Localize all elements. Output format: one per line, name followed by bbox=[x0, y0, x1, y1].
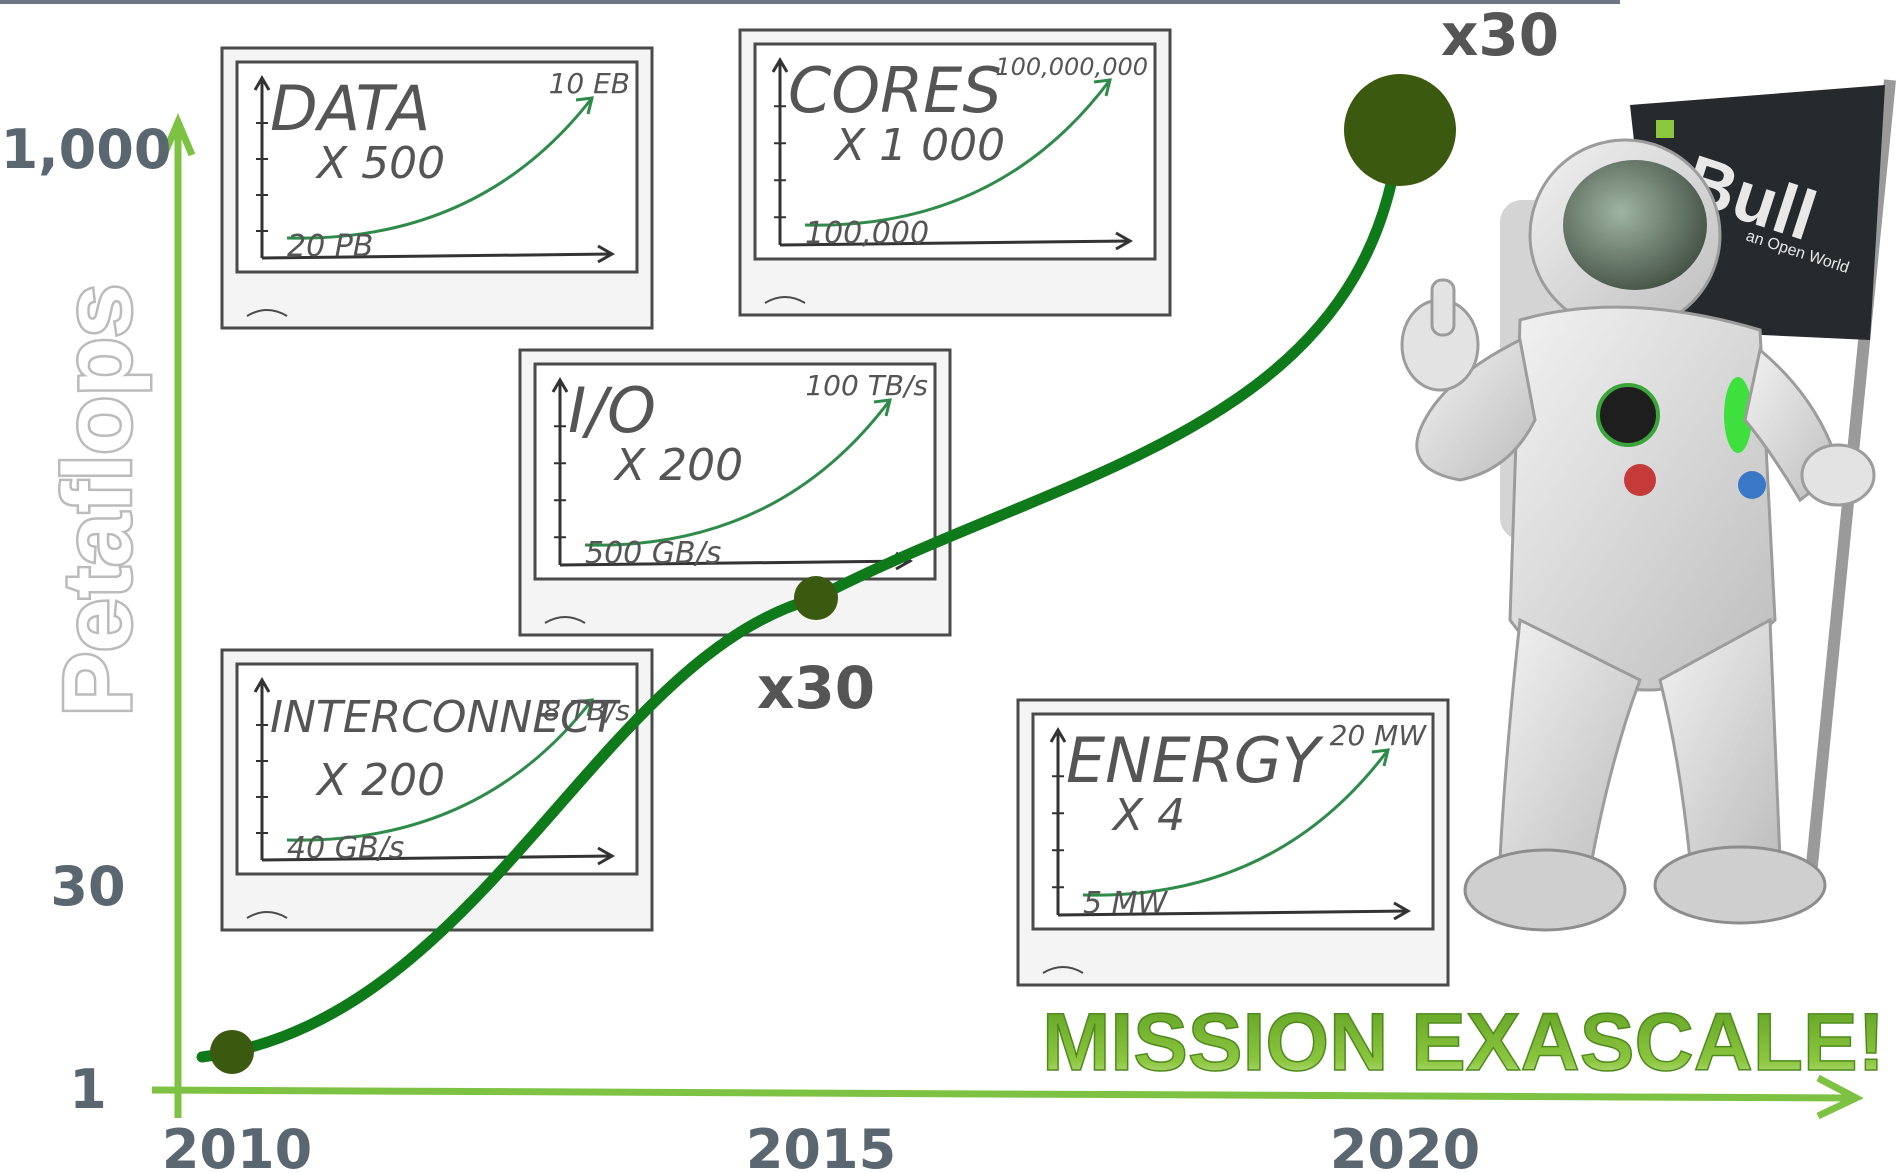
inset-curve-arrow bbox=[873, 398, 892, 417]
flag-logo-square bbox=[1656, 120, 1674, 138]
data-point-2015 bbox=[794, 576, 838, 621]
torso bbox=[1508, 305, 1777, 692]
inset-factor: X 1 000 bbox=[833, 120, 1005, 171]
inset-curve-arrow bbox=[575, 96, 594, 115]
inset-x-axis bbox=[1057, 909, 1409, 917]
inset-end-value: 8 TB/s bbox=[543, 694, 630, 727]
bull-patch bbox=[1596, 383, 1660, 447]
astronaut-illustration: Bull an Open World bbox=[1400, 79, 1896, 932]
boot-left bbox=[1653, 845, 1827, 925]
inset-start-value: 100,000 bbox=[805, 216, 929, 251]
inset-start-value: 40 GB/s bbox=[287, 831, 404, 866]
top-strip bbox=[0, 0, 1620, 4]
inset-y-arrow bbox=[253, 75, 271, 91]
inset-growth-curve bbox=[1082, 749, 1390, 897]
inset-y-arrow bbox=[253, 677, 271, 693]
inset-scribble bbox=[1042, 966, 1084, 974]
inset-x-axis bbox=[779, 239, 1131, 247]
inset-factor: X 4 bbox=[1111, 790, 1185, 841]
inset-title: INTERCONNECT bbox=[270, 692, 621, 743]
x-tick-label: 2010 bbox=[162, 1118, 312, 1173]
visor bbox=[1563, 160, 1707, 290]
inset-y-arrow bbox=[551, 377, 569, 393]
y-axis-arrow bbox=[160, 113, 196, 157]
y-tick-label: 30 bbox=[50, 855, 125, 918]
inset-x-axis bbox=[261, 252, 613, 260]
mission-banner: MISSION EXASCALE! bbox=[1042, 997, 1885, 1088]
blue-valve bbox=[1738, 471, 1766, 499]
inset-io: I/OX 200 500 GB/s 100 TB/s bbox=[518, 348, 952, 637]
green-patch bbox=[1724, 377, 1752, 453]
inset-growth-curve bbox=[286, 97, 594, 240]
inset-start-value: 5 MW bbox=[1083, 886, 1169, 921]
annotations: x30 x30 bbox=[757, 1, 1559, 722]
inset-end-value: 10 EB bbox=[549, 67, 630, 100]
y-tick-label: 1,000 bbox=[1, 118, 172, 181]
inset-scribble bbox=[246, 911, 288, 919]
y-axis-label: Petaflops bbox=[44, 284, 151, 716]
data-point-2020 bbox=[1344, 74, 1456, 186]
tick-labels: 2010 2015 2020 1 30 1,000 bbox=[1, 118, 1481, 1173]
inset-title: CORES bbox=[788, 54, 1002, 127]
inset-y-arrow bbox=[1049, 727, 1067, 743]
inset-title: ENERGY bbox=[1066, 724, 1324, 797]
inset-end-value: 20 MW bbox=[1330, 719, 1428, 752]
x-axis bbox=[151, 1086, 1851, 1102]
series bbox=[196, 74, 1456, 1074]
inset-x-arrow bbox=[1115, 231, 1134, 251]
inset-growth-curve bbox=[584, 399, 892, 547]
inset-start-value: 500 GB/s bbox=[585, 536, 721, 571]
inset-panel bbox=[533, 362, 937, 581]
inset-x-arrow bbox=[597, 244, 616, 264]
inset-x-arrow bbox=[1393, 901, 1412, 921]
inset-panel bbox=[753, 42, 1157, 261]
axes bbox=[151, 113, 1864, 1120]
inset-curve-arrow bbox=[1093, 78, 1112, 97]
inset-curve-arrow bbox=[1371, 748, 1390, 767]
inset-x-axis bbox=[261, 854, 613, 862]
inset-scribble bbox=[764, 296, 806, 304]
growth-annotation: x30 bbox=[1441, 1, 1559, 69]
inset-x-axis bbox=[559, 559, 911, 567]
x-tick-label: 2020 bbox=[1330, 1118, 1480, 1173]
x-tick-label: 2015 bbox=[746, 1118, 896, 1173]
inset-end-value: 100 TB/s bbox=[805, 369, 928, 402]
inset-curve-arrow bbox=[575, 698, 594, 717]
inset-growth-curve bbox=[286, 699, 594, 842]
thumb bbox=[1430, 278, 1456, 337]
red-valve bbox=[1624, 464, 1656, 496]
y-tick-label: 1 bbox=[69, 1058, 107, 1121]
x-axis-arrow bbox=[1816, 1074, 1864, 1120]
growth-annotation: x30 bbox=[757, 654, 875, 722]
inset-scribble bbox=[544, 616, 586, 624]
inset-start-value: 20 PB bbox=[287, 229, 373, 264]
inset-growth-curve bbox=[804, 79, 1112, 227]
inset-x-arrow bbox=[597, 846, 616, 866]
inset-scribble bbox=[246, 309, 288, 317]
inset-title: DATA bbox=[270, 72, 430, 145]
inset-factor: X 200 bbox=[315, 755, 445, 806]
inset-y-arrow bbox=[771, 57, 789, 73]
inset-factor: X 500 bbox=[315, 138, 445, 189]
inset-panel bbox=[1031, 712, 1435, 931]
glove-left bbox=[1800, 443, 1876, 507]
inset-end-value: 100,000,000 bbox=[995, 53, 1148, 81]
inset-factor: X 200 bbox=[613, 440, 743, 491]
inset-title: I/O bbox=[568, 374, 656, 447]
boot-right bbox=[1463, 848, 1627, 932]
inset-interconnect: INTERCONNECT X 200 40 GB/s 8 TB/s bbox=[220, 648, 654, 932]
data-point-2010 bbox=[210, 1030, 254, 1074]
